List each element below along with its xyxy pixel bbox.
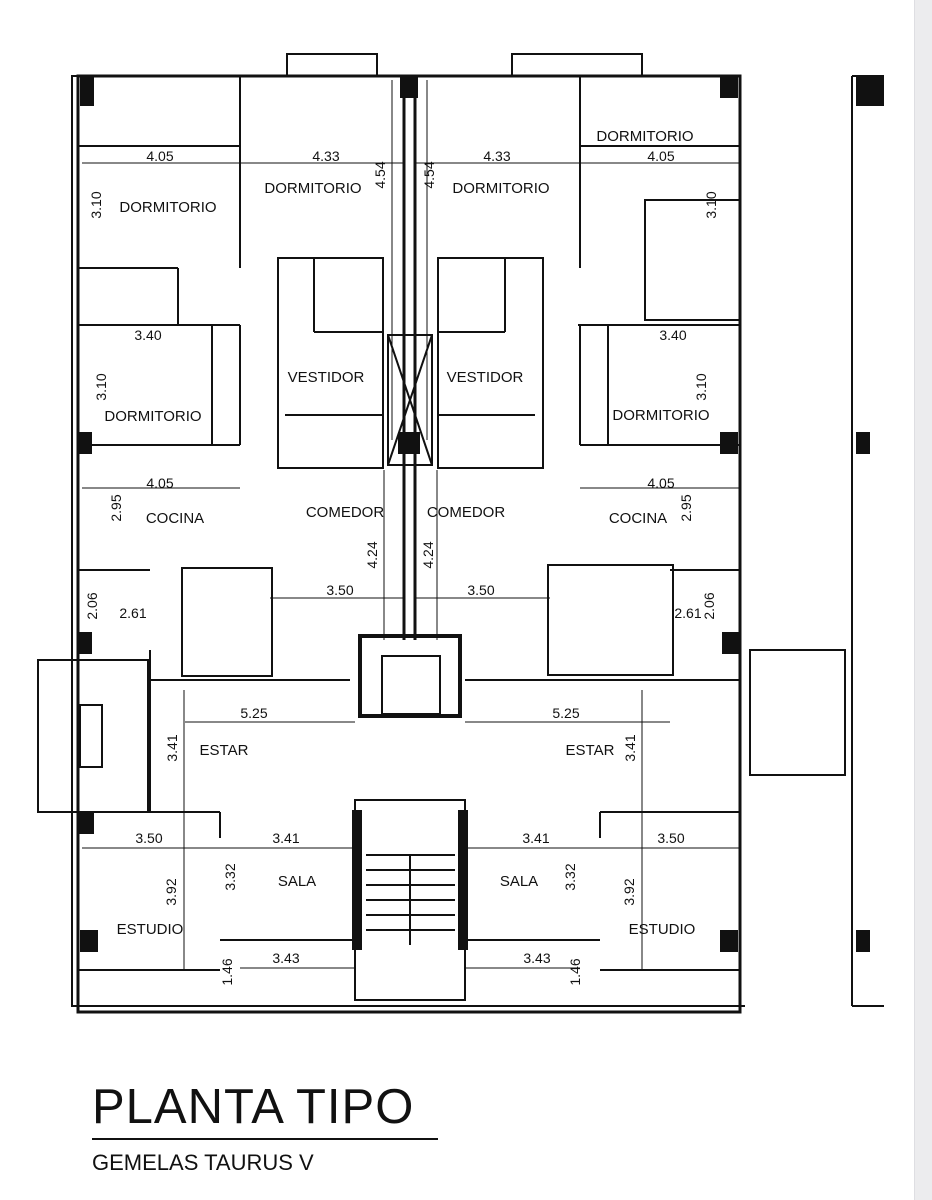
room-label: DORMITORIO (596, 128, 693, 145)
dimension-label: 3.43 (272, 950, 299, 966)
title-underline (92, 1138, 438, 1140)
room-label: ESTUDIO (629, 921, 696, 938)
room-labels: DORMITORIO DORMITORIO DORMITORIO DORMITORIO… (104, 128, 709, 938)
floor-plan: DORMITORIO DORMITORIO DORMITORIO DORMITORIO… (37, 53, 884, 1014)
room-label: ESTAR (200, 742, 249, 759)
dimension-label: 3.92 (621, 878, 637, 905)
dimension-label: 3.10 (88, 191, 104, 218)
dimension-label: 2.61 (119, 605, 146, 621)
dimension-label: 1.46 (567, 958, 583, 985)
dimension-label: 2.95 (678, 494, 694, 521)
room-label: ESTUDIO (117, 921, 184, 938)
dimension-label: 3.41 (622, 734, 638, 761)
dimension-label: 4.05 (647, 475, 674, 491)
room-label: COCINA (609, 510, 667, 527)
dimension-label: 3.41 (272, 830, 299, 846)
dimension-label: 3.50 (326, 582, 353, 598)
structural-columns (78, 76, 884, 952)
dimension-lines (82, 80, 740, 970)
dimension-label: 5.25 (240, 705, 267, 721)
dimension-label: 3.92 (163, 878, 179, 905)
room-label: ESTAR (566, 742, 615, 759)
dimension-label: 4.33 (312, 148, 339, 164)
plan-title: PLANTA TIPO (92, 1080, 415, 1134)
dimension-label: 3.50 (135, 830, 162, 846)
dimension-label: 3.50 (657, 830, 684, 846)
dimension-label: 3.50 (467, 582, 494, 598)
dimension-label: 3.32 (562, 863, 578, 890)
dimension-label: 4.05 (647, 148, 674, 164)
room-label: DORMITORIO (612, 407, 709, 424)
dimension-label: 2.61 (674, 605, 701, 621)
walls (37, 53, 884, 1014)
room-label: VESTIDOR (288, 369, 365, 386)
dimension-label: 4.05 (146, 475, 173, 491)
dimension-label: 3.32 (222, 863, 238, 890)
dimension-label: 3.10 (703, 191, 719, 218)
room-label: DORMITORIO (104, 408, 201, 425)
dimension-label: 3.41 (522, 830, 549, 846)
room-label: COMEDOR (427, 504, 506, 521)
room-label: SALA (500, 873, 538, 890)
dimension-label: 3.43 (523, 950, 550, 966)
dimension-label: 4.24 (364, 541, 380, 568)
dimension-label: 3.40 (134, 327, 161, 343)
dimension-label: 4.54 (421, 161, 437, 188)
dimension-label: 4.24 (420, 541, 436, 568)
dimension-label: 2.06 (701, 592, 717, 619)
dimension-label: 3.40 (659, 327, 686, 343)
room-label: DORMITORIO (264, 180, 361, 197)
room-label: COMEDOR (306, 504, 385, 521)
dimension-label: 3.10 (93, 373, 109, 400)
dimension-label: 2.95 (108, 494, 124, 521)
room-label: DORMITORIO (452, 180, 549, 197)
dimension-label: 3.10 (693, 373, 709, 400)
room-label: DORMITORIO (119, 199, 216, 216)
dimension-label: 1.46 (219, 958, 235, 985)
dimension-label: 3.41 (164, 734, 180, 761)
dimension-label: 4.33 (483, 148, 510, 164)
room-label: VESTIDOR (447, 369, 524, 386)
room-label: SALA (278, 873, 316, 890)
dimension-label: 2.06 (84, 592, 100, 619)
dimension-label: 4.54 (372, 161, 388, 188)
plan-subtitle: GEMELAS TAURUS V (92, 1150, 314, 1175)
dimension-labels: 4.05 4.33 4.33 4.05 4.54 4.54 3.10 3.10 3.40 3.40… (84, 148, 719, 986)
dimension-label: 5.25 (552, 705, 579, 721)
vertical-scrollbar[interactable] (914, 0, 932, 1200)
title-block: PLANTA TIPO GEMELAS TAURUS V (92, 1080, 438, 1176)
room-label: COCINA (146, 510, 204, 527)
dimension-label: 4.05 (146, 148, 173, 164)
